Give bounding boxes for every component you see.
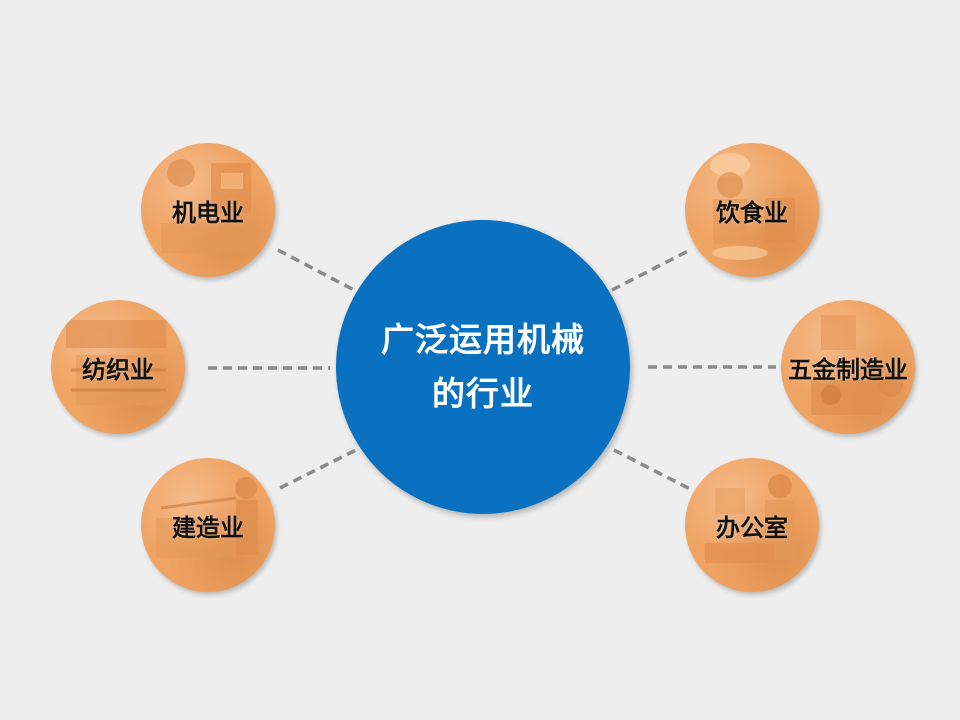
- central-hub: 广泛运用机械 的行业: [336, 220, 630, 514]
- node-label: 建造业: [172, 513, 244, 542]
- connector-electromechanical: [277, 248, 355, 292]
- node-label: 机电业: [172, 198, 244, 227]
- node-food: 饮食业: [685, 143, 819, 277]
- office-worker-illustration-icon: [685, 458, 819, 592]
- node-textile: 纺织业: [51, 300, 185, 434]
- node-label: 纺织业: [82, 355, 154, 384]
- node-construction: 建造业: [141, 458, 275, 592]
- hub-title-line1: 广泛运用机械: [381, 320, 585, 359]
- chef-illustration-icon: [685, 143, 819, 277]
- node-electromechanical: 机电业: [141, 143, 275, 277]
- node-label: 五金制造业: [788, 355, 908, 384]
- node-office: 办公室: [685, 458, 819, 592]
- node-hardware: 五金制造业: [781, 300, 915, 434]
- worker-illustration-icon: [141, 458, 275, 592]
- hub-title-line2: 的行业: [432, 374, 534, 413]
- factory-illustration-icon: [781, 300, 915, 434]
- node-label: 饮食业: [716, 198, 788, 227]
- loom-illustration-icon: [51, 300, 185, 434]
- connector-food: [611, 248, 691, 292]
- node-label: 办公室: [716, 513, 788, 542]
- connector-construction: [279, 448, 357, 490]
- machinery-illustration-icon: [141, 143, 275, 277]
- connector-office: [613, 448, 693, 492]
